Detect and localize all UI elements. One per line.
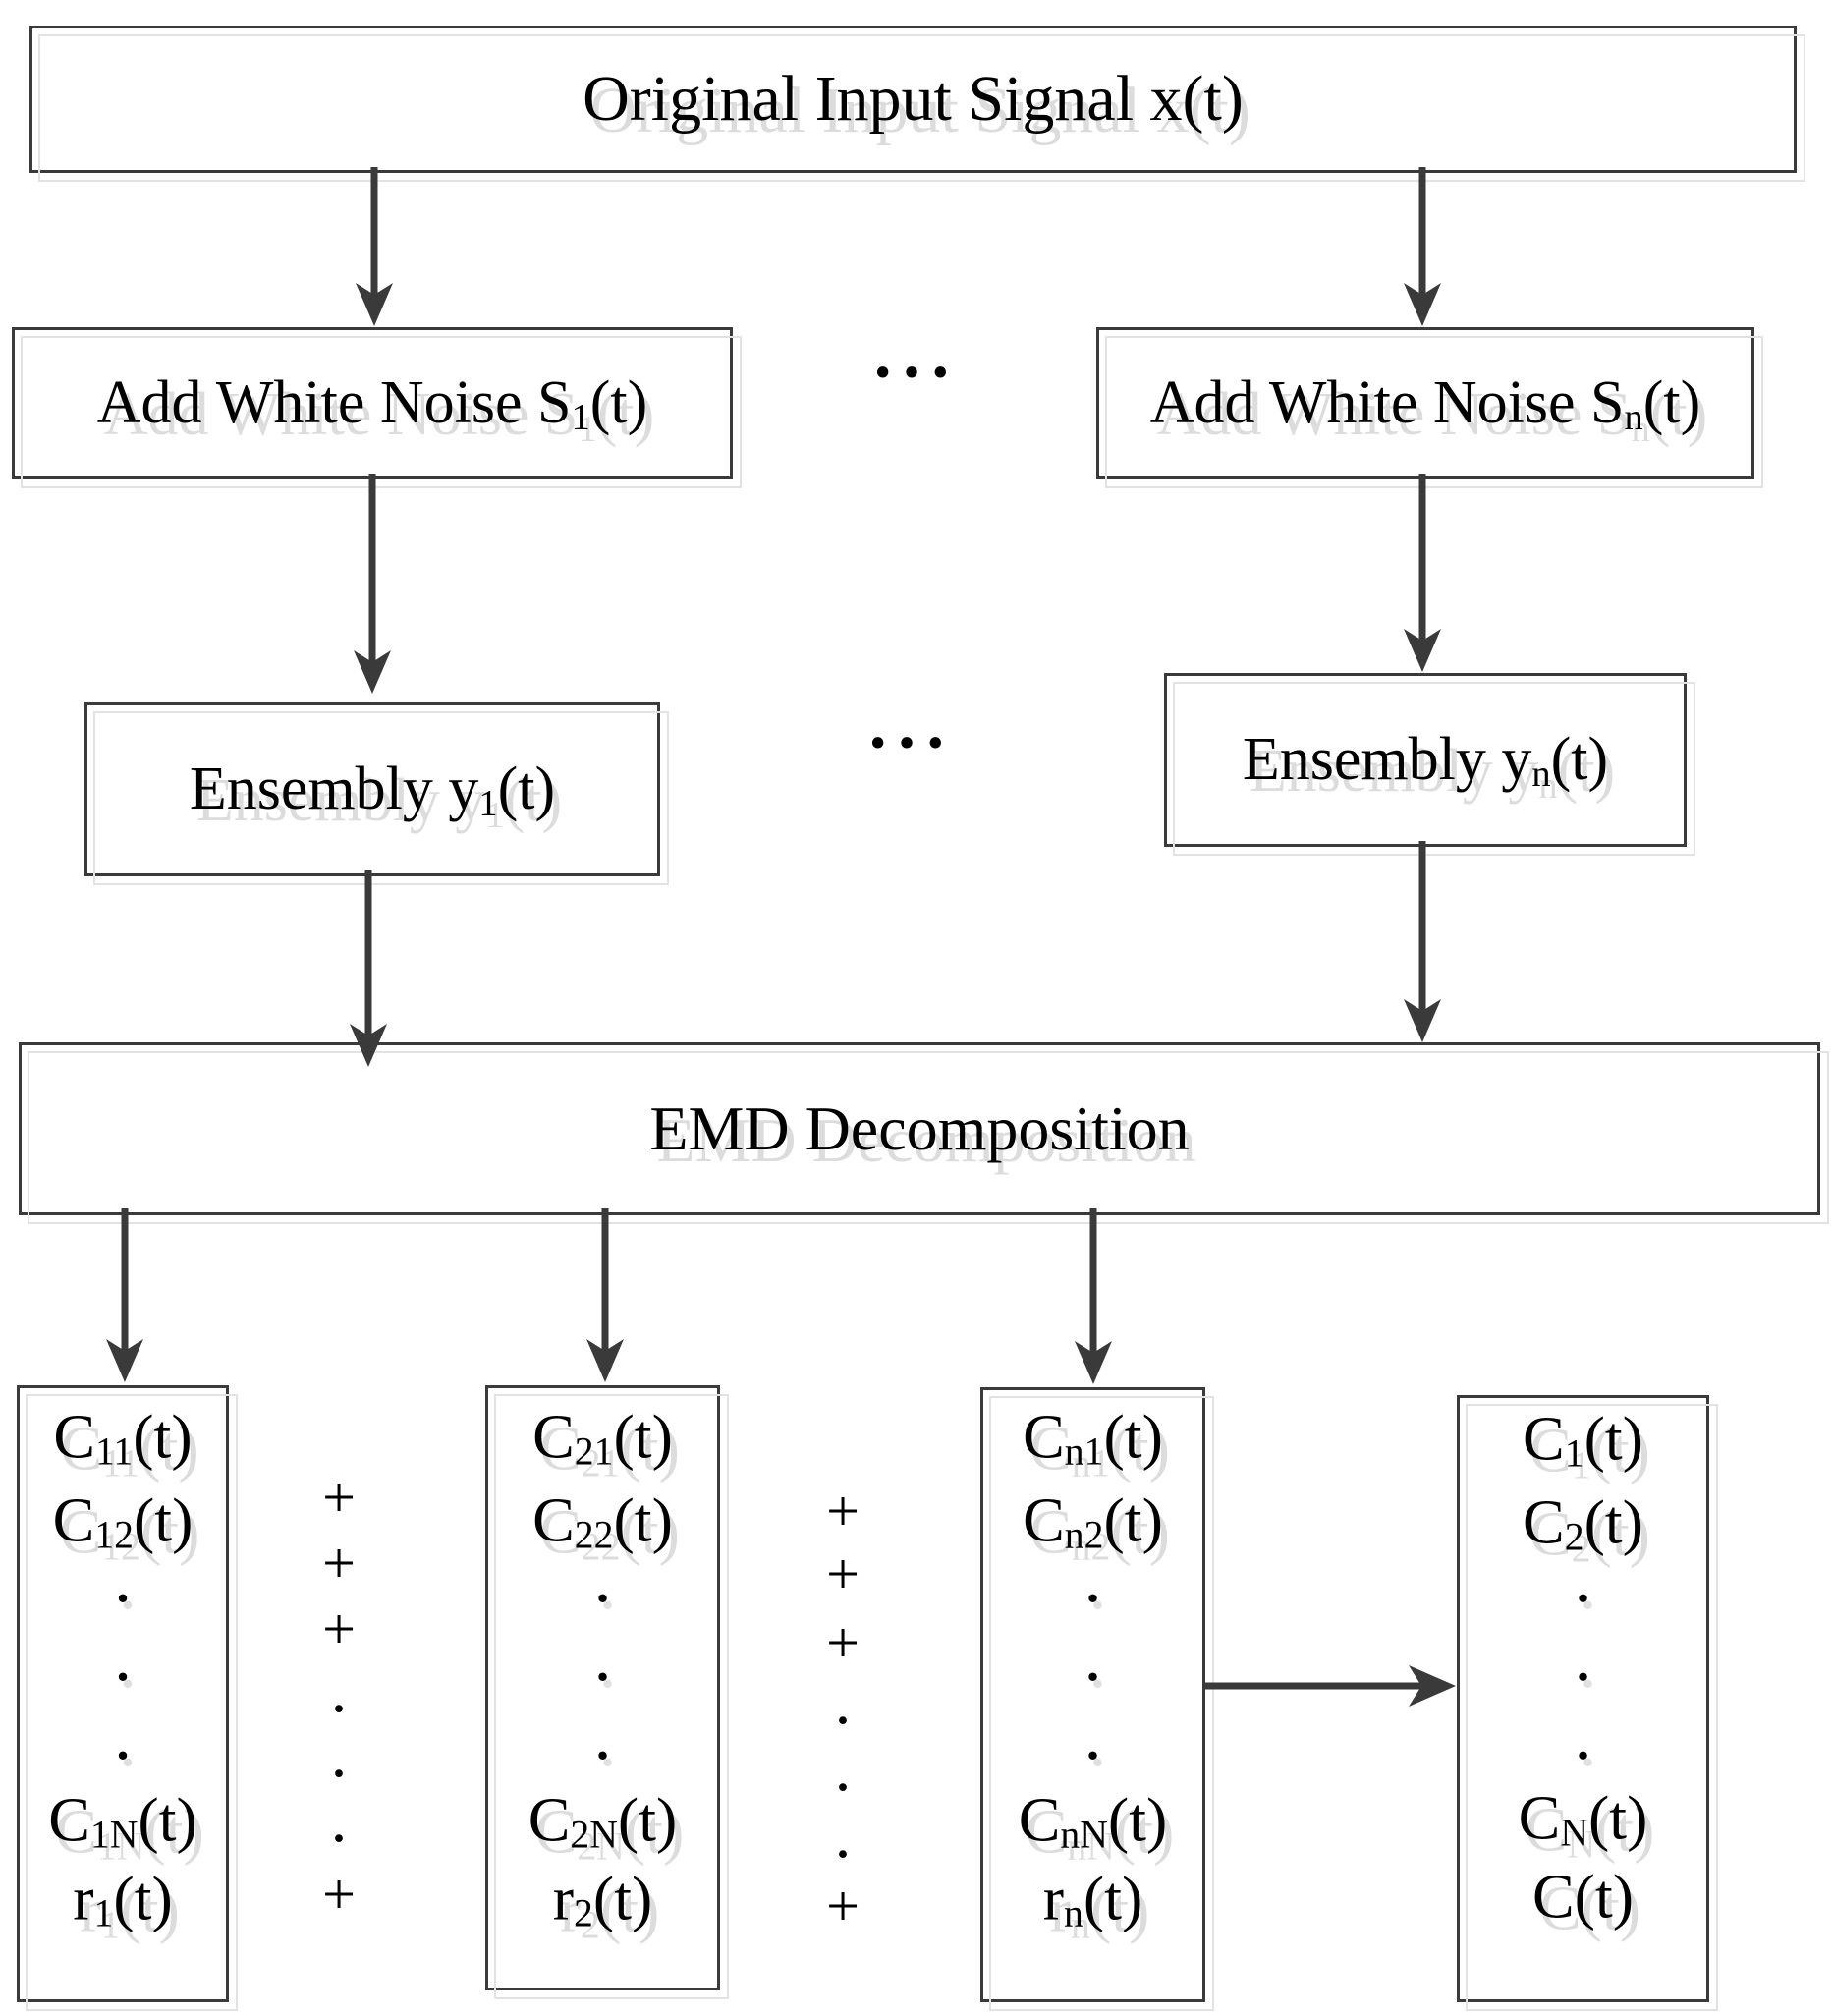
vertical-dot: ·	[1574, 1728, 1592, 1784]
vertical-dot: ·	[330, 1748, 348, 1800]
result-cell-3: CN(t)	[1518, 1782, 1648, 1855]
imf-1-cell-3: C1N(t)	[48, 1784, 197, 1857]
ensembly-1-label: Ensembly y1(t)	[189, 755, 556, 824]
vertical-dot: ·	[1083, 1650, 1102, 1706]
plus-sign: +	[826, 1610, 860, 1675]
imf-column-1: C11(t) C12(t) · · · C1N(t) r1(t)	[17, 1385, 229, 2002]
add-white-noise-1-box: Add White Noise S1(t)	[12, 327, 733, 479]
arrow-ensembly-1-to-emd	[350, 870, 387, 1067]
imf-1-cell-1: C11(t)	[53, 1401, 193, 1474]
vertical-dot: ·	[593, 1650, 612, 1706]
imf-2-cell-1: C21(t)	[532, 1401, 673, 1474]
imf-2-cell-3: C2N(t)	[528, 1784, 678, 1857]
vertical-dot: ·	[1083, 1571, 1102, 1627]
arrow-emd-to-imf-1	[106, 1208, 143, 1382]
vertical-dot: ·	[114, 1650, 132, 1706]
plus-sign: +	[322, 1531, 356, 1596]
imf-2-cell-2: C22(t)	[532, 1484, 673, 1557]
imf-column-n: Cn1(t) Cn2(t) · · · CnN(t) rn(t)	[980, 1387, 1205, 2002]
result-cell-1: C1(t)	[1523, 1403, 1643, 1476]
vertical-dot: ·	[834, 1828, 852, 1880]
arrow-imf-n-to-result	[1205, 1665, 1456, 1707]
vertical-dot: ·	[834, 1762, 852, 1814]
imf-n-cell-1: Cn1(t)	[1023, 1401, 1163, 1474]
vertical-dot: ·	[834, 1695, 852, 1747]
input-signal-label: Original Input Signal x(t)	[583, 63, 1244, 135]
plus-sign: +	[322, 1862, 356, 1927]
vertical-dot: ·	[330, 1683, 348, 1735]
result-column: C1(t) C2(t) · · · CN(t) C(t)	[1457, 1395, 1709, 2002]
vertical-dot: ·	[1574, 1571, 1592, 1627]
vertical-dot: ·	[1574, 1650, 1592, 1706]
imf-n-cell-3: CnN(t)	[1018, 1784, 1168, 1857]
arrow-noise-n-to-ensembly-n	[1404, 474, 1441, 672]
plus-sign: +	[826, 1479, 860, 1543]
ellipsis-ensemble-row: ···	[865, 705, 954, 781]
vertical-dot: ·	[330, 1813, 348, 1865]
emd-decomposition-label: EMD Decomposition	[649, 1093, 1190, 1163]
vertical-dot: ·	[593, 1571, 612, 1627]
vertical-dot: ·	[114, 1571, 132, 1627]
vertical-dot: ·	[114, 1728, 132, 1784]
plus-sign: +	[322, 1596, 356, 1661]
arrow-emd-to-imf-n	[1075, 1208, 1112, 1384]
ellipsis-noise-row: ···	[870, 335, 959, 411]
arrow-emd-to-imf-2	[586, 1208, 624, 1382]
plus-sign: +	[322, 1465, 356, 1530]
vertical-dot: ·	[593, 1728, 612, 1784]
plus-sign: +	[826, 1874, 860, 1938]
add-white-noise-1-label: Add White Noise S1(t)	[96, 368, 648, 438]
add-white-noise-n-label: Add White Noise Sn(t)	[1149, 368, 1701, 438]
result-cell-2: C2(t)	[1523, 1486, 1643, 1559]
arrow-input-to-noise-1	[356, 167, 393, 326]
imf-n-cell-4: rn(t)	[1042, 1863, 1143, 1935]
result-cell-4: C(t)	[1531, 1861, 1635, 1932]
ensembly-n-box: Ensembly yn(t)	[1164, 673, 1687, 847]
ensembly-n-label: Ensembly yn(t)	[1242, 725, 1609, 795]
imf-1-cell-2: C12(t)	[52, 1484, 194, 1557]
ensembly-1-box: Ensembly y1(t)	[84, 702, 660, 876]
arrow-ensembly-n-to-emd	[1404, 841, 1441, 1042]
add-white-noise-n-box: Add White Noise Sn(t)	[1096, 327, 1754, 479]
input-signal-box: Original Input Signal x(t)	[29, 26, 1797, 173]
arrow-noise-1-to-ensembly-1	[354, 474, 391, 694]
imf-n-cell-2: Cn2(t)	[1023, 1484, 1163, 1557]
plus-sign: +	[826, 1541, 860, 1606]
vertical-dot: ·	[1083, 1728, 1102, 1784]
arrow-input-to-noise-n	[1404, 167, 1441, 326]
imf-1-cell-4: r1(t)	[73, 1863, 173, 1935]
imf-2-cell-4: r2(t)	[552, 1863, 653, 1935]
imf-column-2: C21(t) C22(t) · · · C2N(t) r2(t)	[485, 1385, 720, 1990]
emd-decomposition-box: EMD Decomposition	[19, 1042, 1820, 1215]
